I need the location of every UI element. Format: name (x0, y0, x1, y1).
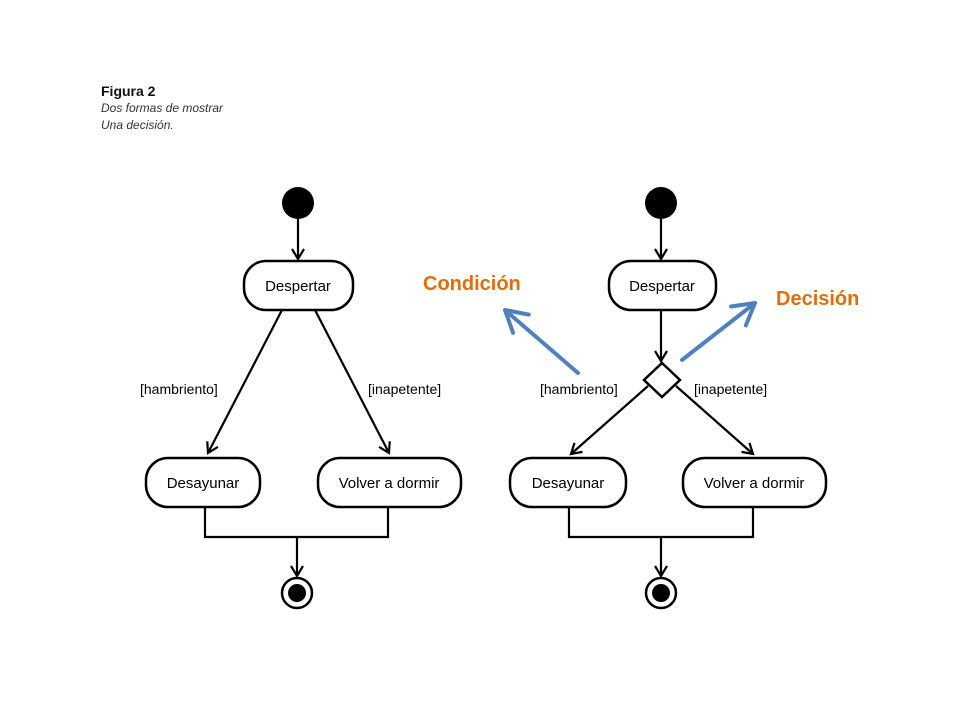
condition-pointer-arrow (503, 308, 580, 375)
action-label: Volver a dormir (704, 475, 805, 492)
action-label: Despertar (629, 278, 695, 295)
flow-arrow (569, 385, 649, 456)
final-node-inner (652, 584, 670, 602)
guard-condition-label: [hambriento] (540, 381, 618, 397)
action-node-volver-a-dormir (681, 456, 828, 509)
merge-connector (203, 507, 390, 539)
figure-title: Figura 2 (101, 83, 156, 99)
guard-condition-label: [inapetente] (368, 381, 441, 397)
decision-diamond (642, 361, 682, 399)
guard-condition-label: [hambriento] (140, 381, 218, 397)
figure-caption: Figura 2 Dos formas de mostrar Una decis… (101, 82, 223, 134)
figure-subtitle-line1: Dos formas de mostrar (101, 101, 224, 115)
action-node-volver-a-dormir (316, 456, 463, 509)
guard-condition-label: [inapetente] (694, 381, 767, 397)
condition-annotation-label: Condición (423, 273, 521, 295)
action-node-despertar (607, 259, 718, 312)
action-node-desayunar (144, 456, 262, 509)
final-node-inner (288, 584, 306, 602)
left-activity-diagram: Despertar [hambriento] [inapetente] Desa… (140, 187, 463, 610)
action-label: Volver a dormir (339, 475, 440, 492)
annotations: Condición Decisión (423, 273, 859, 375)
initial-node (645, 187, 677, 219)
action-label: Desayunar (167, 475, 240, 492)
decision-pointer-arrow (680, 301, 757, 362)
decision-annotation-label: Decisión (776, 288, 859, 310)
initial-node (282, 187, 314, 219)
right-activity-diagram: Despertar [hambriento] [inapetente] Desa… (508, 187, 828, 610)
merge-connector (567, 507, 755, 539)
action-label: Despertar (265, 278, 331, 295)
flow-arrow (675, 385, 755, 456)
figure-subtitle-line2: Una decisión. (101, 118, 174, 132)
action-node-despertar (242, 259, 355, 312)
action-label: Desayunar (532, 475, 605, 492)
flow-arrow (206, 309, 283, 455)
flow-arrow (314, 309, 391, 455)
